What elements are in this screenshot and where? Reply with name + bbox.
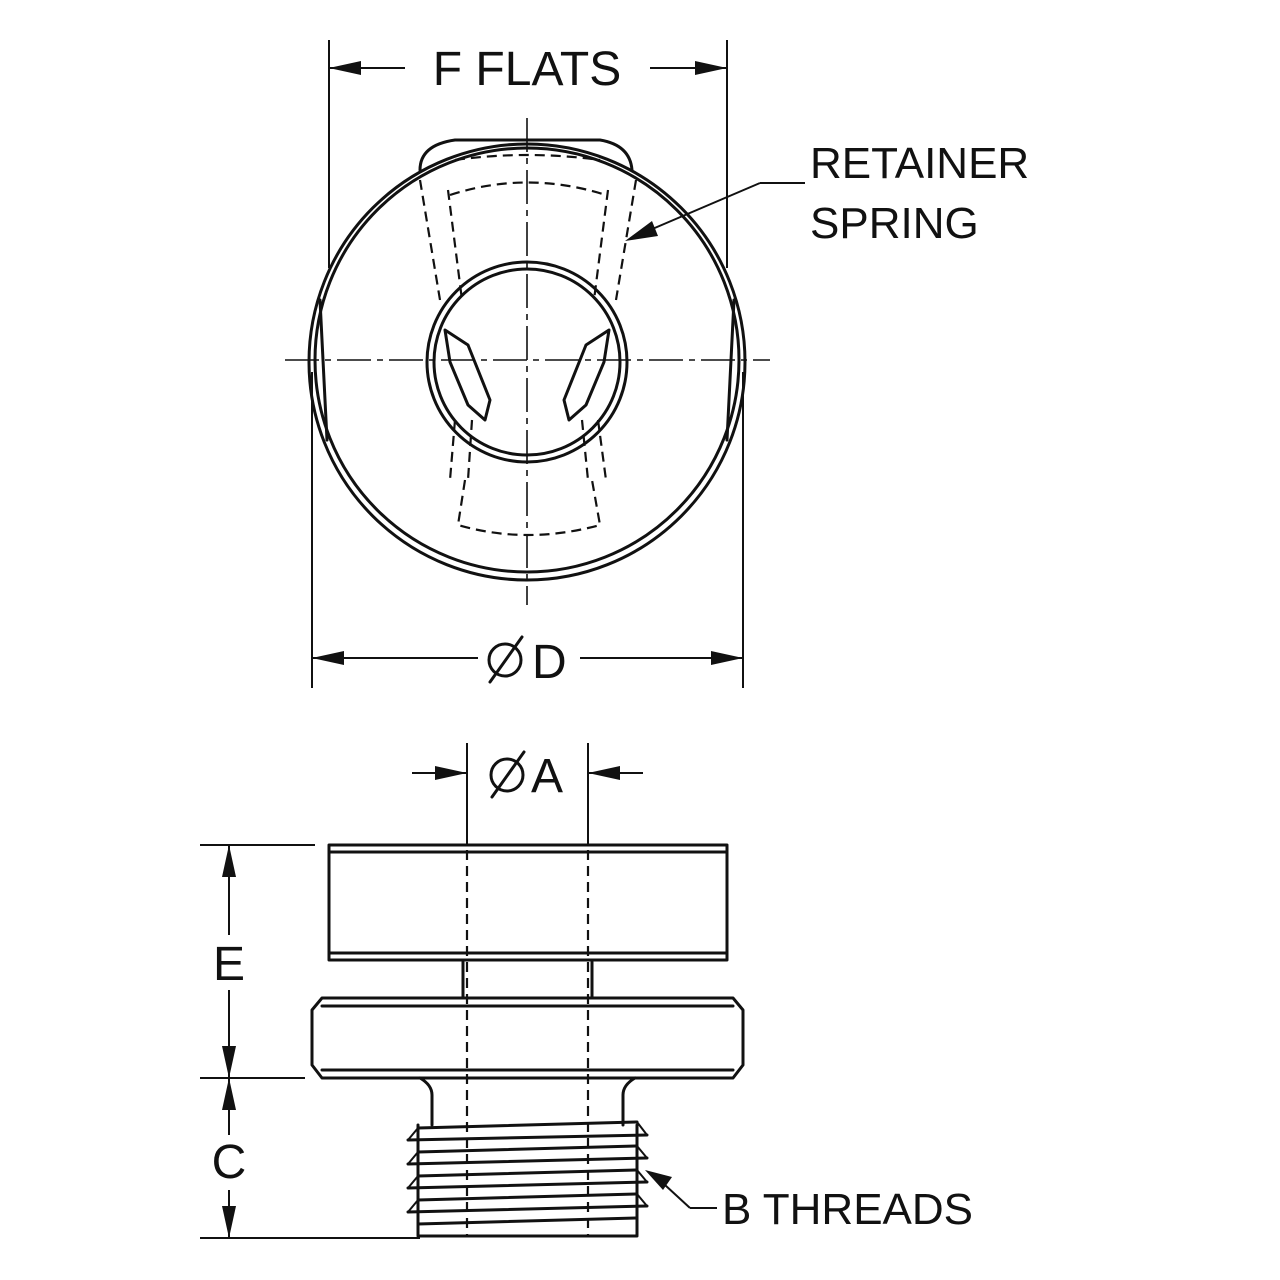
thread-section <box>406 1120 649 1238</box>
top-view-centerlines <box>285 118 770 605</box>
diameter-symbol-icon <box>487 635 524 684</box>
dimension-c-label: C <box>212 1136 247 1189</box>
neck <box>461 960 594 1000</box>
diameter-d-dimension: D <box>311 372 744 689</box>
side-view: A <box>200 743 973 1239</box>
retainer-label-line1: RETAINER <box>810 139 1029 188</box>
retainer-spring-leader: RETAINER SPRING <box>625 139 1029 248</box>
threads-label: B THREADS <box>722 1185 973 1234</box>
dimension-c: C <box>200 1078 420 1239</box>
retainer-label-line2: SPRING <box>810 199 979 248</box>
flats-dimension: F FLATS <box>328 40 728 268</box>
diameter-a-label: A <box>531 750 563 803</box>
flange <box>310 996 745 1080</box>
threads-leader: B THREADS <box>645 1170 973 1234</box>
top-view: F FLATS <box>285 40 1029 689</box>
flats-label: F FLATS <box>433 43 621 96</box>
thread-relief <box>418 1076 637 1127</box>
diameter-d-label: D <box>532 636 567 689</box>
retainer-spring-tabs <box>443 328 611 422</box>
dimension-e: E <box>200 844 315 1079</box>
hidden-bore <box>465 850 590 1235</box>
diameter-a-dimension: A <box>412 743 643 845</box>
head-block <box>327 843 729 962</box>
retainer-spring-hidden <box>418 153 638 537</box>
diameter-symbol-a-icon <box>489 750 526 799</box>
dimension-e-label: E <box>213 938 245 991</box>
